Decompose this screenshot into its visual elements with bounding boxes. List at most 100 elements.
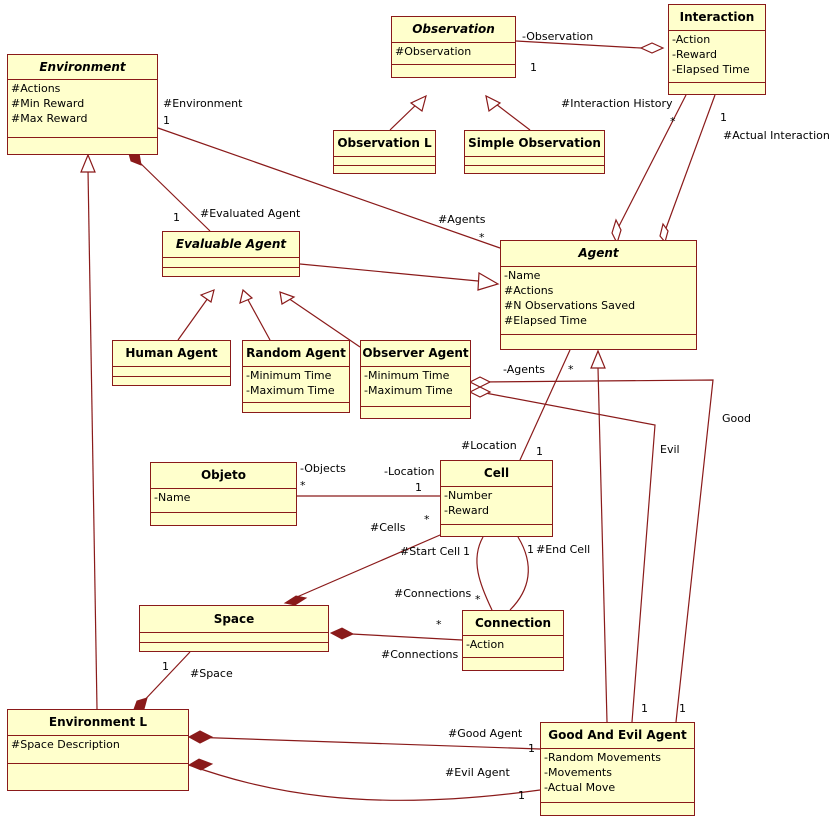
label-connections-lower-mult: *	[436, 618, 442, 631]
class-random-agent[interactable]: Random Agent -Minimum Time-Maximum Time	[242, 340, 350, 413]
label-good-agent-mult: 1	[528, 742, 535, 755]
class-objeto[interactable]: Objeto -Name	[150, 462, 297, 526]
class-name: Objeto	[151, 463, 296, 489]
comp-diamond-space-connection	[329, 627, 355, 640]
class-good-and-evil-agent[interactable]: Good And Evil Agent -Random Movements-Mo…	[540, 722, 695, 816]
label-objects: -Objects	[300, 462, 346, 475]
class-attributes	[465, 157, 604, 166]
class-observation-l[interactable]: Observation L	[333, 130, 436, 174]
class-attribute: #Min Reward	[11, 97, 85, 110]
label-good: Good	[722, 412, 751, 425]
label-space-mult: 1	[162, 660, 169, 673]
gen-head-environmentl	[80, 153, 96, 173]
class-attribute: -Actual Move	[544, 781, 616, 794]
class-attribute: -Action	[466, 638, 505, 651]
class-agent[interactable]: Agent -Name#Actions#N Observations Saved…	[500, 240, 697, 350]
class-attributes: -Name	[151, 489, 296, 513]
comp-diamond-environmentl-good	[187, 730, 214, 744]
label-agents-role: #Agents	[438, 213, 486, 226]
label-location-minus-mult: 1	[415, 481, 422, 494]
gen-simpleobservation-observation	[491, 100, 531, 131]
label-evil-agent-mult: 1	[518, 789, 525, 802]
gen-head-human	[199, 289, 215, 303]
class-attributes: -Action-Reward-Elapsed Time	[669, 31, 765, 83]
class-name: Good And Evil Agent	[541, 723, 694, 749]
assoc-start-cell	[476, 536, 493, 611]
agg-diamond-good	[468, 376, 492, 388]
label-evaluated-agent: #Evaluated Agent	[200, 207, 301, 220]
label-connections-upper-mult: *	[475, 593, 481, 606]
gen-head-evaluable-agent	[477, 271, 500, 291]
gen-head-observationl	[409, 94, 427, 112]
gen-head-simpleobservation	[485, 94, 502, 113]
class-name: Observation L	[334, 131, 435, 157]
class-environment[interactable]: Environment #Actions #Min Reward #Max Rewa…	[7, 54, 158, 155]
label-location-hash-mult: 1	[536, 445, 543, 458]
class-attribute: -Movements	[544, 766, 612, 779]
class-attribute: #Max Reward	[11, 112, 88, 125]
class-attributes	[163, 258, 299, 268]
assoc-end-cell	[509, 536, 529, 611]
class-evaluable-agent[interactable]: Evaluable Agent	[162, 231, 300, 277]
class-environment-l[interactable]: Environment L #Space Description	[7, 709, 189, 791]
class-attributes	[113, 367, 230, 377]
label-agents-minus-mult: *	[568, 363, 574, 376]
class-attribute: -Elapsed Time	[672, 63, 750, 76]
class-observer-agent[interactable]: Observer Agent -Minimum Time-Maximum Tim…	[360, 340, 471, 419]
label-environment-mult: 1	[163, 114, 170, 127]
class-name: Observation	[392, 17, 515, 43]
assoc-good-agent	[188, 736, 541, 750]
gen-human-evaluable	[177, 297, 209, 341]
class-space[interactable]: Space	[139, 605, 329, 652]
assoc-environment-evaluated-agent	[134, 157, 211, 232]
class-attributes: -Minimum Time-Maximum Time	[361, 367, 470, 407]
label-connections-lower: #Connections	[381, 648, 459, 661]
class-name: Simple Observation	[465, 131, 604, 157]
assoc-good	[479, 379, 714, 723]
class-human-agent[interactable]: Human Agent	[112, 340, 231, 386]
gen-head-random	[239, 288, 254, 305]
gen-head-observer	[279, 291, 296, 305]
label-evil-mult: 1	[679, 702, 686, 715]
class-cell[interactable]: Cell -Number-Reward	[440, 460, 553, 537]
label-environment-role: #Environment	[163, 97, 243, 110]
label-end-cell-mult: 1	[527, 543, 534, 556]
label-objects-mult: *	[300, 479, 306, 492]
label-good-mult: 1	[641, 702, 648, 715]
label-space-role: #Space	[190, 667, 233, 680]
label-cells-mult: *	[424, 513, 430, 526]
label-evil-agent: #Evil Agent	[445, 766, 510, 779]
assoc-space-connection	[332, 632, 463, 641]
label-interaction-history-mult: *	[670, 115, 676, 128]
class-attribute: -Maximum Time	[364, 384, 453, 397]
gen-random-evaluable	[246, 297, 271, 341]
label-connections-upper: #Connections	[394, 587, 472, 600]
class-attribute: -Number	[444, 489, 493, 502]
label-end-cell: #End Cell	[536, 543, 591, 556]
assoc-observation-interaction	[515, 40, 642, 49]
class-attribute: #Elapsed Time	[504, 314, 587, 327]
class-attribute: #Observation	[395, 45, 472, 58]
label-location-minus: -Location	[384, 465, 435, 478]
class-name: Evaluable Agent	[163, 232, 299, 258]
class-name: Random Agent	[243, 341, 349, 367]
class-observation[interactable]: Observation #Observation	[391, 16, 516, 78]
class-name: Agent	[501, 241, 696, 267]
class-name: Space	[140, 606, 328, 633]
class-interaction[interactable]: Interaction -Action-Reward-Elapsed Time	[668, 4, 766, 95]
class-attribute: #N Observations Saved	[504, 299, 636, 312]
label-actual-interaction: #Actual Interaction	[723, 129, 830, 142]
class-name: Interaction	[669, 5, 765, 31]
class-name: Environment	[8, 55, 157, 80]
label-observation-mult: 1	[530, 61, 537, 74]
class-connection[interactable]: Connection -Action	[462, 610, 564, 671]
class-name: Human Agent	[113, 341, 230, 367]
class-simple-observation[interactable]: Simple Observation	[464, 130, 605, 174]
assoc-agent-cell	[519, 349, 571, 461]
label-evaluated-agent-mult: 1	[173, 211, 180, 224]
label-observation-role: -Observation	[522, 30, 594, 43]
gen-head-goodevil	[590, 349, 606, 369]
class-attributes: -Random Movements-Movements-Actual Move	[541, 749, 694, 803]
class-attribute: #Actions	[11, 82, 61, 95]
class-attributes: #Observation	[392, 43, 515, 65]
